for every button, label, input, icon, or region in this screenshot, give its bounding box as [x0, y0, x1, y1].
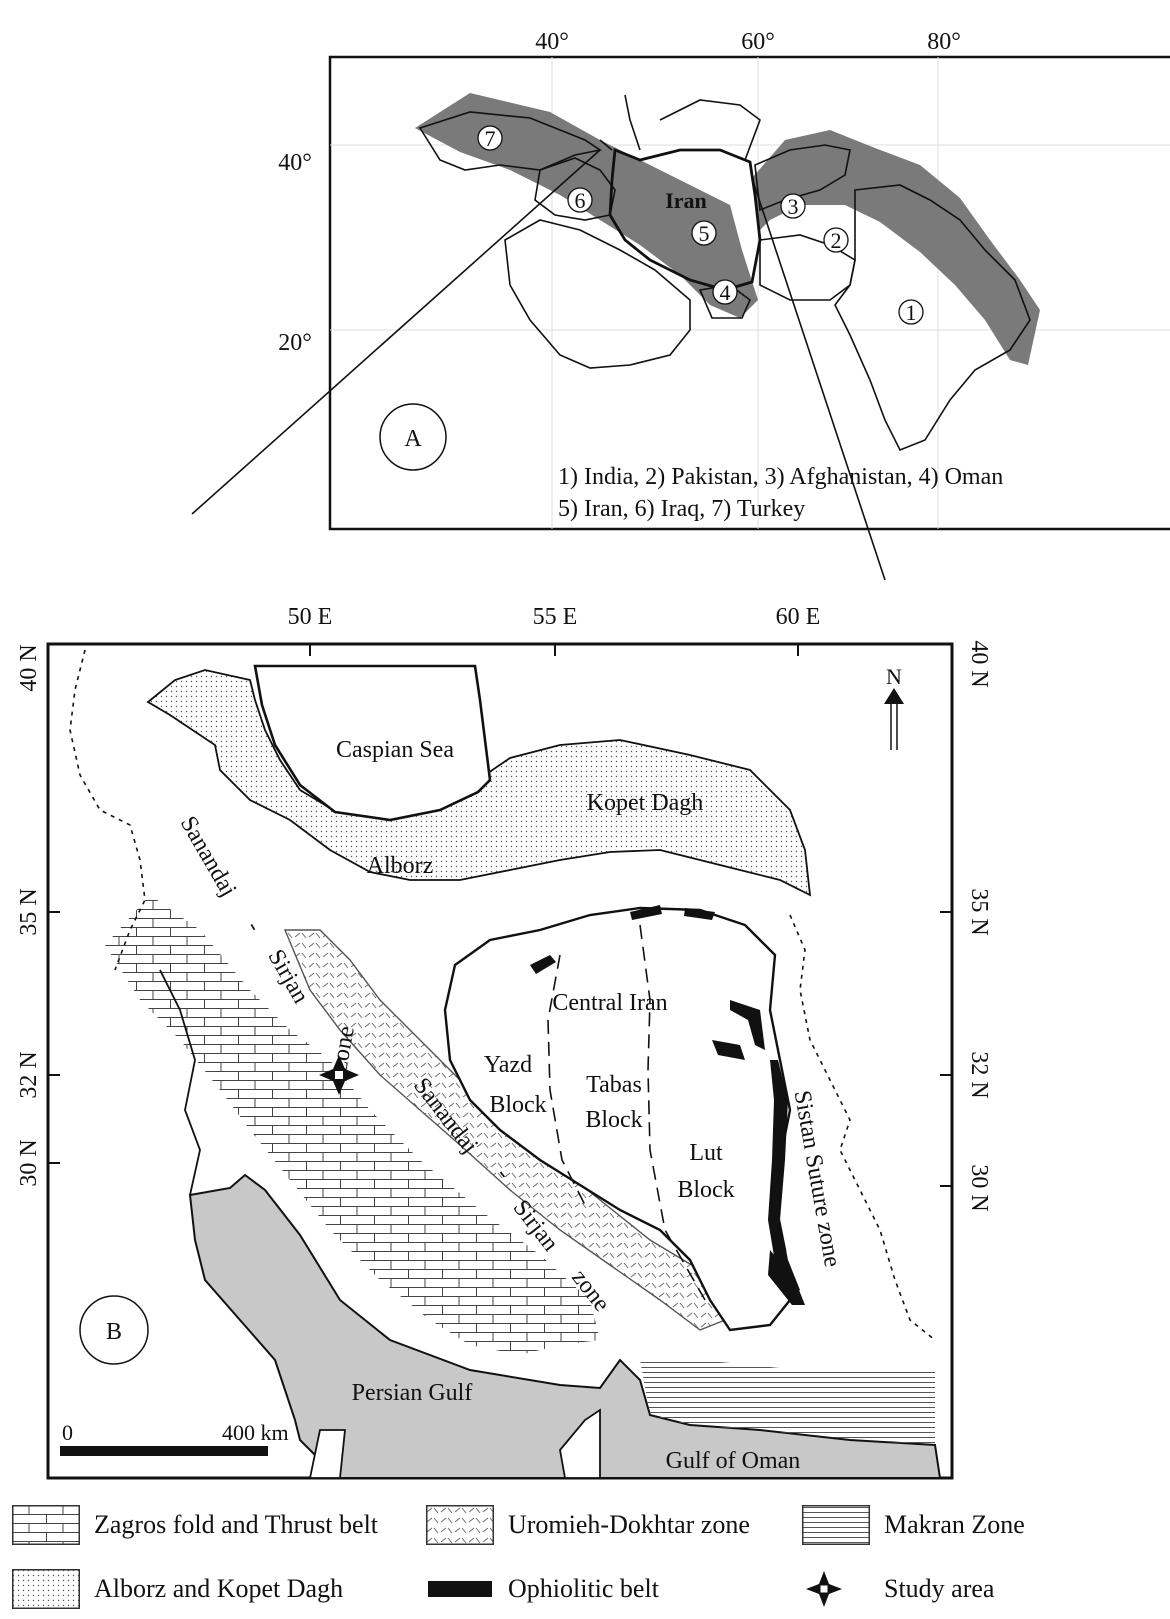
lon-label-40: 40° [535, 29, 569, 55]
label-persian-gulf: Persian Gulf [352, 1380, 473, 1406]
ophiolite-marks [530, 905, 805, 1305]
study-area-marker [319, 1055, 359, 1095]
legend-zagros: Zagros fold and Thrust belt [12, 1505, 378, 1545]
country-outlines [418, 94, 1031, 452]
country-key-line1: 1) India, 2) Pakistan, 3) Afghanistan, 4… [558, 464, 1003, 490]
label-kopet-dagh: Kopet Dagh [587, 790, 704, 816]
north-arrow: N [884, 664, 904, 750]
legend-label-ophiolitic: Ophiolitic belt [508, 1574, 659, 1603]
legend-swatch-makran [802, 1505, 870, 1545]
panel-label-a: A [404, 426, 422, 452]
label-alborz: Alborz [367, 853, 434, 879]
country-key-line2: 5) Iran, 6) Iraq, 7) Turkey [558, 496, 805, 522]
label-tabas: Tabas [586, 1072, 642, 1098]
legend-makran: Makran Zone [802, 1505, 1025, 1545]
label-yazd-block: Block [489, 1092, 546, 1118]
lat-left-40n: 40 N [16, 644, 42, 691]
lon-label-60: 60° [741, 29, 775, 55]
lat-left-32n: 32 N [16, 1051, 42, 1098]
country-5: 5 [699, 221, 710, 246]
alpine-himalayan-belt [415, 93, 1040, 365]
lat-right-30n: 30 N [966, 1164, 992, 1211]
lat-left-30n: 30 N [16, 1139, 42, 1186]
label-yazd: Yazd [484, 1052, 532, 1078]
lat-right-40n: 40 N [966, 640, 992, 687]
legend-swatch-ophiolitic [428, 1581, 492, 1597]
lat-right-32n: 32 N [966, 1051, 992, 1098]
lon-label-60e: 60 E [776, 604, 821, 630]
legend-alborz: Alborz and Kopet Dagh [12, 1569, 343, 1609]
makran-zone-shape [640, 1360, 935, 1445]
legend-study: Study area [802, 1569, 994, 1609]
panel-label-b: B [106, 1319, 122, 1345]
scale-end: 400 km [222, 1420, 289, 1445]
legend-label-makran: Makran Zone [884, 1510, 1025, 1539]
legend-swatch-uromieh [426, 1505, 494, 1545]
country-markers: 1 2 3 4 5 6 7 [477, 125, 924, 325]
legend-swatch-alborz [12, 1569, 80, 1609]
inset-map-a: 1 2 3 4 5 6 7 Iran A 1) India, 2) Pakist… [191, 29, 1170, 581]
country-4: 4 [720, 280, 731, 305]
scale-bar: 0 400 km [60, 1420, 289, 1456]
label-central-iran: Central Iran [552, 990, 667, 1016]
lat-right-35n: 35 N [966, 888, 992, 935]
legend-swatch-study [806, 1571, 842, 1607]
legend-uromieh: Uromieh-Dokhtar zone [426, 1505, 750, 1545]
political-border [69, 649, 936, 1341]
country-1: 1 [906, 300, 917, 325]
legend-swatch-zagros [12, 1505, 80, 1545]
legend-ophiolitic: Ophiolitic belt [426, 1569, 659, 1609]
caspian-sea-shape [253, 664, 492, 822]
country-7: 7 [485, 126, 496, 151]
lat-label-40: 40° [278, 150, 312, 176]
label-tabas-block: Block [585, 1107, 642, 1133]
lon-label-50e: 50 E [288, 604, 333, 630]
legend-label-study: Study area [884, 1574, 995, 1603]
label-caspian-sea: Caspian Sea [336, 737, 454, 763]
alborz-kopetdagh-shape [146, 669, 812, 897]
lat-left-35n: 35 N [16, 888, 42, 935]
lon-label-80: 80° [927, 29, 961, 55]
iran-label: Iran [665, 188, 707, 213]
north-label: N [886, 664, 902, 689]
legend-label-alborz: Alborz and Kopet Dagh [94, 1574, 344, 1603]
country-6: 6 [575, 188, 586, 213]
main-map-b: 50 E 55 E 60 E 40 N 35 N 32 N 30 N 40 N … [16, 604, 992, 1480]
label-lut-block: Block [677, 1177, 734, 1203]
label-lut: Lut [689, 1140, 723, 1166]
legend: Zagros fold and Thrust belt Uromieh-Dokh… [0, 1485, 1170, 1619]
zagros-belt-shape [105, 895, 600, 1355]
legend-label-uromieh: Uromieh-Dokhtar zone [508, 1510, 750, 1539]
lat-label-20: 20° [278, 330, 312, 356]
lon-label-55e: 55 E [533, 604, 578, 630]
scale-start: 0 [62, 1420, 73, 1445]
country-3: 3 [788, 194, 799, 219]
country-2: 2 [831, 228, 842, 253]
legend-label-zagros: Zagros fold and Thrust belt [94, 1510, 379, 1539]
label-gulf-of-oman: Gulf of Oman [666, 1448, 801, 1474]
